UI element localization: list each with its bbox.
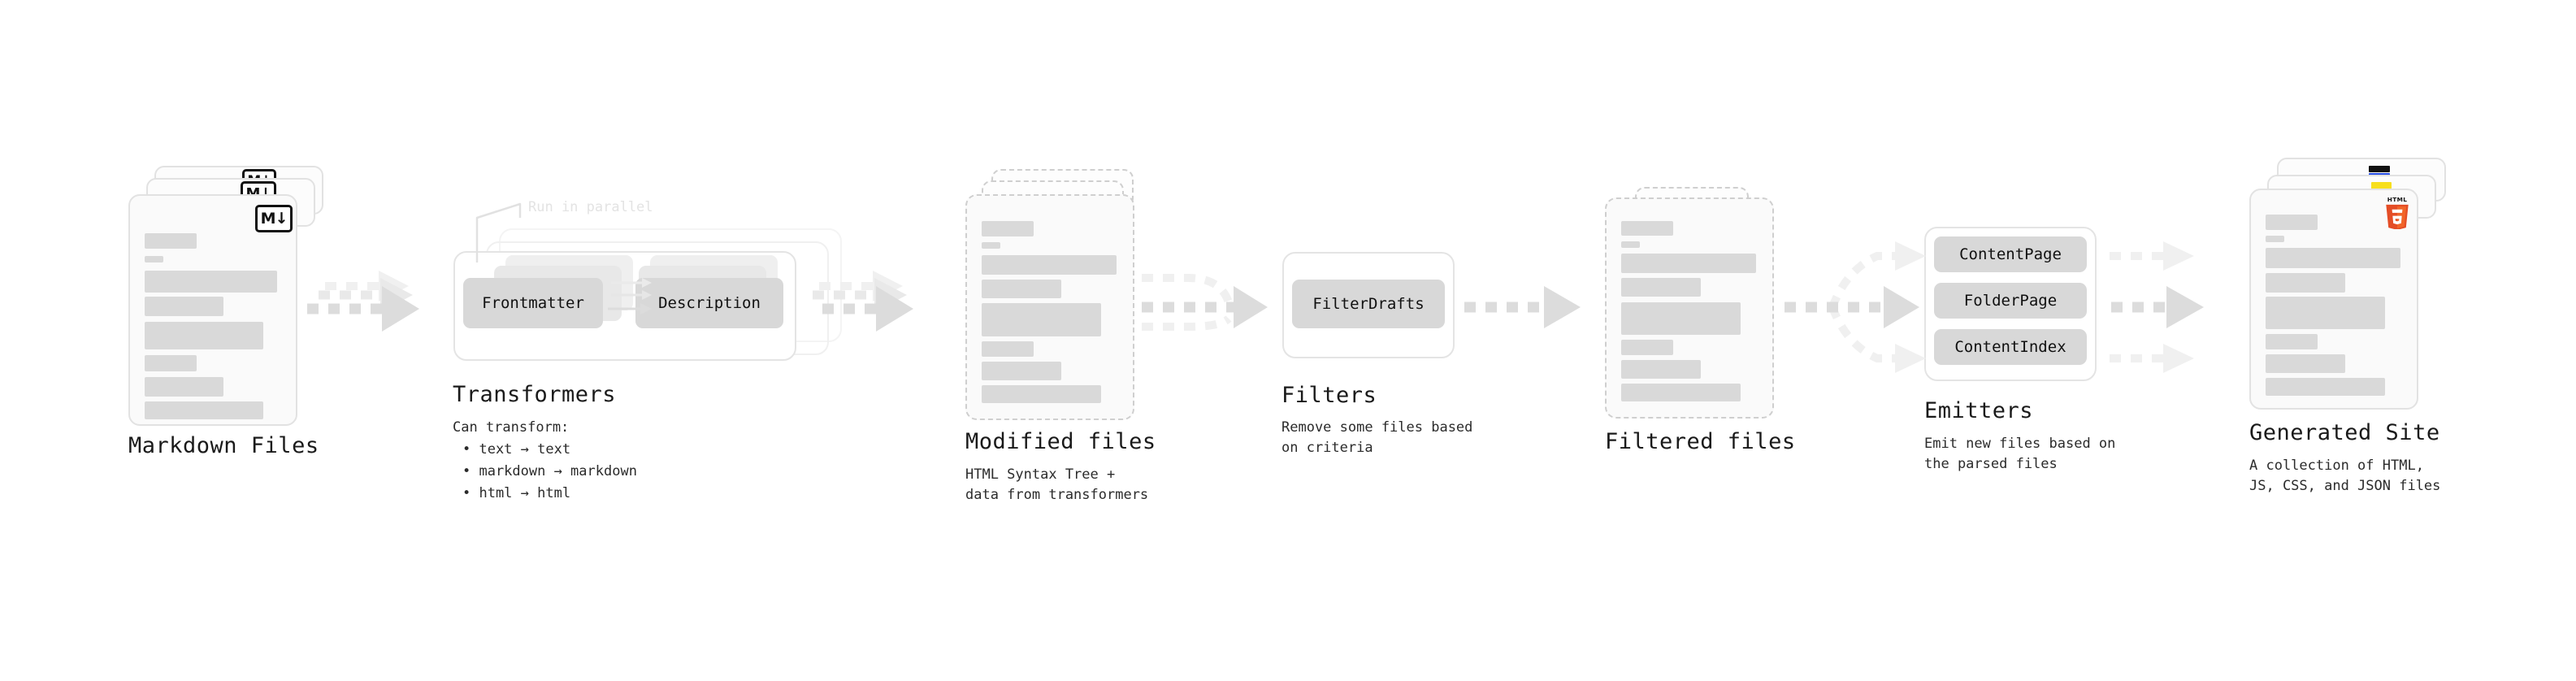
filter-pill-filterdrafts[interactable]: FilterDrafts [1292, 280, 1445, 328]
doc-line [145, 233, 197, 249]
doc-line [982, 341, 1034, 357]
connector-modified-to-filters [1142, 274, 1268, 331]
connector-markdown-to-transformers [307, 271, 419, 332]
doc-line [982, 221, 1034, 236]
doc-line [982, 280, 1061, 298]
doc-line [1621, 221, 1673, 236]
stage-title-generated-site: Generated Site [2249, 420, 2440, 445]
filters-subtitle: Remove some files based on criteria [1281, 419, 1473, 456]
transformers-subtitle: Can transform: [453, 419, 570, 436]
doc-line [982, 303, 1101, 336]
stage-title-markdown-files: Markdown Files [128, 433, 319, 458]
doc-line [2266, 248, 2400, 268]
doc-line [145, 271, 277, 293]
doc-line [1621, 384, 1741, 401]
doc-line [2266, 215, 2318, 230]
transformer-pill-description[interactable]: Description [635, 278, 783, 328]
emitter-pill-contentpage[interactable]: ContentPage [1934, 236, 2087, 272]
transformers-bullet-0: • text → text [462, 441, 571, 458]
doc-line [2266, 334, 2318, 349]
svg-text:HTML: HTML [2387, 196, 2407, 203]
emitter-pill-contentindex[interactable]: ContentIndex [1934, 329, 2087, 365]
doc-line [982, 242, 1000, 249]
stage-title-filtered-files: Filtered files [1605, 429, 1796, 454]
markdown-badge: M↓ [255, 205, 293, 232]
doc-line [982, 362, 1061, 380]
html5-icon: HTML [2386, 196, 2409, 229]
run-in-parallel-note: Run in parallel [528, 199, 653, 215]
doc-line [2266, 297, 2385, 329]
transformer-pill-frontmatter[interactable]: Frontmatter [463, 278, 603, 328]
stage-title-modified-files: Modified files [965, 429, 1156, 454]
connector-filtered-to-emitters [1785, 241, 1926, 373]
doc-line [145, 377, 223, 397]
transformers-bullet-1: • markdown → markdown [462, 463, 637, 479]
doc-line [1621, 302, 1741, 335]
doc-line [145, 322, 263, 349]
doc-line [2266, 354, 2345, 373]
doc-line [2266, 236, 2284, 242]
doc-line [982, 255, 1117, 275]
doc-line [2266, 273, 2345, 293]
connector-emitters-to-generated [2110, 241, 2204, 373]
transformers-bullet-2: • html → html [462, 485, 571, 501]
doc-line [145, 401, 263, 419]
connector-filters-to-filtered [1464, 286, 1581, 328]
modified-files-subtitle: HTML Syntax Tree + data from transformer… [965, 466, 1149, 503]
stage-title-filters: Filters [1281, 383, 1377, 408]
doc-line [982, 385, 1101, 403]
doc-line [145, 355, 197, 371]
doc-line [145, 297, 223, 316]
doc-line [1621, 278, 1701, 297]
stage-title-emitters: Emitters [1924, 398, 2034, 423]
doc-line [145, 256, 163, 262]
emitter-pill-folderpage[interactable]: FolderPage [1934, 283, 2087, 319]
doc-line [1621, 340, 1673, 355]
doc-line [1621, 360, 1701, 379]
doc-line [2266, 378, 2385, 396]
doc-line [1621, 254, 1756, 273]
doc-line [1621, 241, 1640, 248]
emitters-subtitle: Emit new files based on the parsed files [1924, 436, 2116, 472]
generated-site-subtitle: A collection of HTML, JS, CSS, and JSON … [2249, 458, 2441, 494]
stage-title-transformers: Transformers [453, 382, 617, 407]
